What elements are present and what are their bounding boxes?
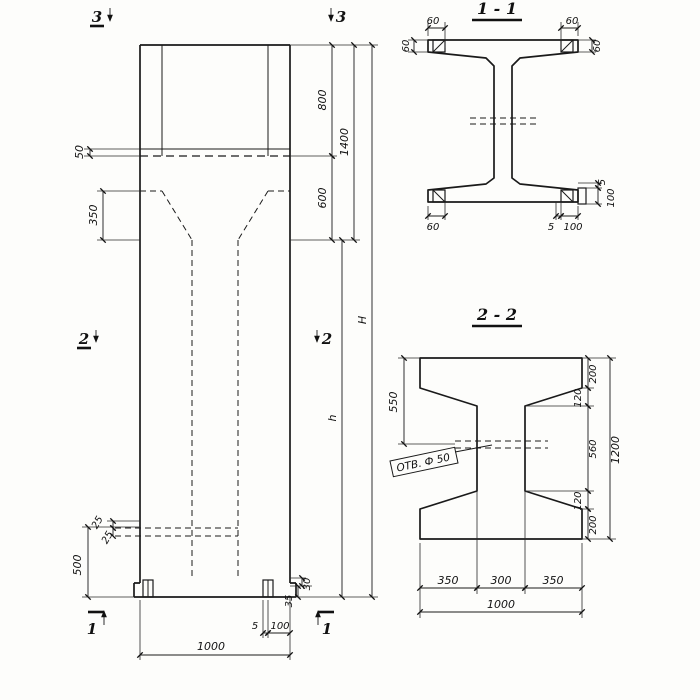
dim-h-label: h (326, 414, 339, 421)
dim-30-label: 30 (302, 578, 313, 591)
dim-100-label: 100 (270, 621, 289, 632)
s11-dim-100-right: 100 (606, 188, 617, 207)
section-1-1-title: 1 - 1 (477, 0, 517, 18)
elevation-extension-lines (82, 44, 378, 660)
dim-800-label: 800 (316, 90, 329, 111)
s22-dim-550: 550 (387, 392, 400, 413)
s22-dim-350-left: 350 (438, 574, 459, 587)
dim-5-label: 5 (252, 621, 258, 632)
s11-dim-5-bottom: 5 (548, 222, 554, 233)
s11-dim-60-top-left: 60 (427, 16, 440, 27)
elevation-view: 800 600 1400 h H 50 350 25 25 500 1000 5… (71, 8, 378, 660)
s22-dim-1200: 1200 (609, 436, 622, 464)
dim-35-label: 35 (284, 595, 295, 608)
marker-3-left: 3 (92, 8, 102, 26)
s11-dim-60-top-right: 60 (566, 16, 579, 27)
dim-25a-label: 25 (90, 514, 106, 531)
marker-3-right: 3 (336, 8, 346, 26)
s11-dim-60-right: 60 (592, 40, 603, 53)
marker-2-left: 2 (78, 330, 89, 348)
marker-2-right: 2 (321, 330, 332, 348)
dim-600-label: 600 (316, 188, 329, 209)
s22-dim-120-top: 120 (573, 388, 584, 407)
marker-1-left: 1 (87, 620, 97, 638)
dim-500-label: 500 (71, 555, 84, 576)
s11-dim-100-bottom: 100 (563, 222, 582, 233)
s22-dim-1000: 1000 (487, 598, 515, 611)
dim-350-label: 350 (87, 205, 100, 226)
section-1-1-view: 1 - 1 60 60 60 60 60 5 100 5 100 (401, 0, 617, 233)
hole-diameter-label: ОТВ. Ф 50 (396, 451, 452, 474)
s11-dim-60-bottom: 60 (427, 222, 440, 233)
s22-dim-560: 560 (588, 439, 599, 458)
column-outline (133, 44, 297, 598)
section-2-2-title: 2 - 2 (476, 305, 517, 324)
s22-dim-200-bot: 200 (588, 515, 599, 534)
s22-dim-120-bot: 120 (573, 491, 584, 510)
s22-dim-300: 300 (491, 574, 512, 587)
marker-1-right: 1 (322, 620, 332, 638)
dim-1400-label: 1400 (338, 128, 351, 156)
section-2-2-view: 2 - 2 ОТВ. Ф 50 550 200 120 560 120 200 … (387, 305, 622, 618)
dim-H-label: H (356, 316, 369, 324)
section-1-1-outline (427, 39, 579, 203)
column-hidden-lines (115, 155, 290, 580)
section-cut-markers: 3 3 2 2 1 1 (77, 8, 346, 638)
s11-dim-5-right: 5 (597, 179, 608, 185)
embedded-plates (432, 39, 587, 205)
s22-dim-350-right: 350 (543, 574, 564, 587)
dim-1000-label: 1000 (197, 640, 225, 653)
dim-50-label: 50 (73, 145, 86, 159)
s11-dim-60-left: 60 (401, 40, 412, 53)
s22-dim-200-top: 200 (588, 364, 599, 383)
